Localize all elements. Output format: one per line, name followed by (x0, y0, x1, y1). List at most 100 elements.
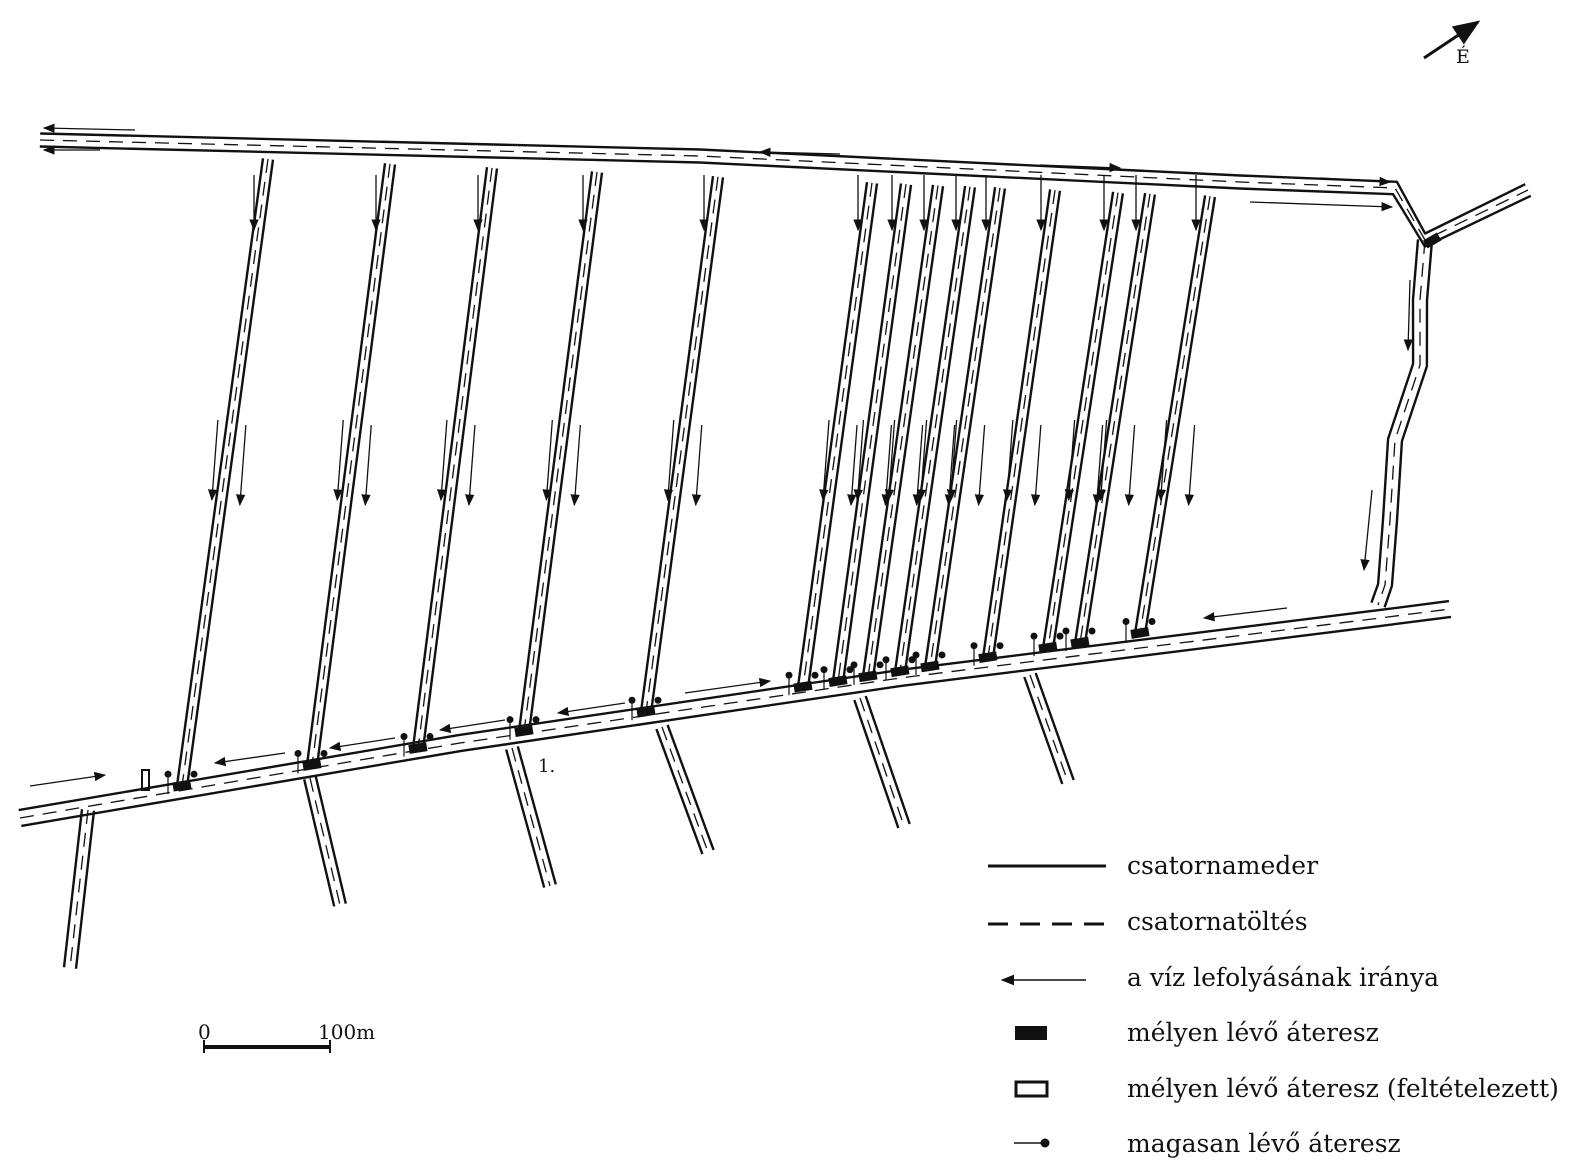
ditch-5-bank-b (639, 175, 715, 712)
ditch-6-embankment (802, 182, 873, 688)
flow-arrow-44 (758, 147, 841, 157)
ditch-1-embankment (181, 158, 269, 787)
deep-culvert-8 (858, 670, 878, 683)
flow-arrow-18 (853, 419, 865, 502)
high-culvert-2 (294, 749, 302, 757)
flow-arrow-33 (1064, 419, 1076, 502)
high-culvert-11 (970, 642, 978, 650)
flow-arrow-52 (438, 719, 506, 734)
outlet-ditch-5-embankment (859, 697, 905, 827)
ditch-5-bank-a (649, 177, 725, 714)
flow-arrow-39 (1156, 419, 1168, 502)
deep-culvert-4 (514, 725, 534, 738)
ditch-10-bank-b (923, 187, 997, 667)
deep-culvert-11 (978, 651, 998, 664)
high-culvert-8 (850, 661, 858, 669)
flow-arrow-51 (328, 737, 396, 752)
flow-arrow-9 (542, 419, 553, 502)
eastern-canal-embankment (1377, 239, 1426, 606)
ditch-3-bank-a (421, 168, 499, 750)
legend-label-deep-culvert: mélyen lévő áteresz (1127, 1018, 1379, 1047)
high-culvert-b-4 (532, 716, 540, 724)
deep-culvert-12 (1038, 641, 1058, 654)
flow-arrow-56 (1360, 489, 1373, 572)
flow-arrow-54 (684, 677, 772, 694)
ditch-2-bank-b (305, 163, 387, 765)
outlet-ditch-6-bank-a (1034, 672, 1075, 781)
high-culvert-10 (912, 651, 920, 659)
flow-arrow-30 (1002, 419, 1014, 502)
flow-arrow-53 (556, 702, 626, 717)
high-culvert-b-1 (190, 770, 198, 778)
deep-culvert-1 (172, 779, 192, 792)
ditch-11-bank-a (991, 190, 1062, 659)
ditch-5-embankment (645, 176, 719, 713)
flow-arrow-37 (1124, 424, 1136, 507)
ditch-8-bank-a (871, 186, 945, 678)
legend-label-embankment: csatornatöltés (1127, 907, 1308, 936)
ditch-10-embankment (929, 187, 1001, 667)
flow-arrow-1 (236, 424, 247, 507)
eastern-canal-bank-b (1370, 239, 1420, 604)
ditch-12-bank-a (1051, 193, 1125, 650)
legend-label-channel-bed: csatornameder (1127, 851, 1319, 880)
flow-arrow-12 (663, 419, 675, 502)
ditch-2-embankment (311, 163, 391, 766)
flow-arrow-4 (361, 424, 372, 507)
northern-canal-bank-a (40, 132, 1526, 235)
deep-culvert-14 (1130, 627, 1150, 639)
high-culvert-7 (820, 666, 828, 674)
flow-arrows (29, 123, 1413, 787)
ditch-14-bank-a (1143, 196, 1217, 635)
flow-arrow-13 (691, 424, 703, 507)
flow-arrow-21 (884, 419, 896, 502)
outlet-ditch-1-bank-a (74, 810, 96, 969)
ditch-11-bank-b (981, 189, 1052, 658)
ditch-14-embankment (1139, 196, 1211, 634)
ditch-3-bank-b (411, 167, 489, 749)
northern-canal-embankment (39, 139, 1529, 241)
outlet-ditch-2-embankment (309, 777, 341, 906)
deep-culvert-9 (890, 665, 910, 678)
outlet-ditch-2-bank-b (303, 779, 336, 907)
ditch-9-bank-a (903, 187, 977, 673)
ditch-6-bank-a (806, 183, 879, 689)
outlet-ditch-5-bank-b (853, 699, 900, 829)
flow-arrow-3 (333, 419, 344, 502)
deep-culvert-3 (408, 742, 428, 754)
high-culvert-5 (628, 696, 636, 704)
outlet-ditch-4-embankment (661, 726, 709, 853)
ditch-11-embankment (987, 190, 1056, 658)
scale-start-label: 0 (198, 1020, 211, 1044)
legend-filled-rect-icon (1015, 1026, 1047, 1040)
flow-arrow-47 (1249, 201, 1394, 212)
ditch-13-bank-a (1083, 194, 1157, 644)
flow-arrow-7 (465, 424, 476, 507)
outlet-ditch-1-bank-b (62, 809, 84, 968)
flow-arrow-40 (1184, 424, 1196, 507)
high-culvert-b-12 (1056, 632, 1064, 640)
flow-arrow-46 (1319, 176, 1392, 187)
deep-culvert-6 (793, 680, 813, 693)
assumed-culvert (141, 769, 150, 791)
high-culvert-b-8 (876, 661, 884, 669)
flow-arrow-16 (847, 424, 858, 507)
scale-bar (203, 1040, 331, 1053)
ditch-3-embankment (417, 167, 493, 749)
legend-label-deep-culvert-assumed: mélyen lévő áteresz (feltételezett) (1127, 1074, 1559, 1103)
legend-label-high-culvert: magasan lévő áteresz (1127, 1129, 1401, 1158)
high-culvert-6 (785, 671, 793, 679)
point-label: 1. (538, 756, 556, 777)
outlet-ditch-4-bank-a (666, 724, 715, 851)
deep-culvert-13 (1070, 636, 1090, 649)
ditch-4-bank-a (527, 172, 604, 733)
outlet-ditch-3-embankment (511, 747, 551, 887)
flow-arrow-28 (974, 424, 986, 507)
scale-end-label: 100m (318, 1020, 376, 1044)
flow-arrow-50 (213, 752, 286, 767)
southern-main-canal-bank-a (18, 599, 1450, 812)
ditch-13-bank-b (1073, 192, 1147, 643)
outlet-ditch-5-bank-a (864, 695, 911, 825)
ditch-12-bank-b (1041, 191, 1115, 648)
high-culvert-b-7 (846, 666, 854, 674)
